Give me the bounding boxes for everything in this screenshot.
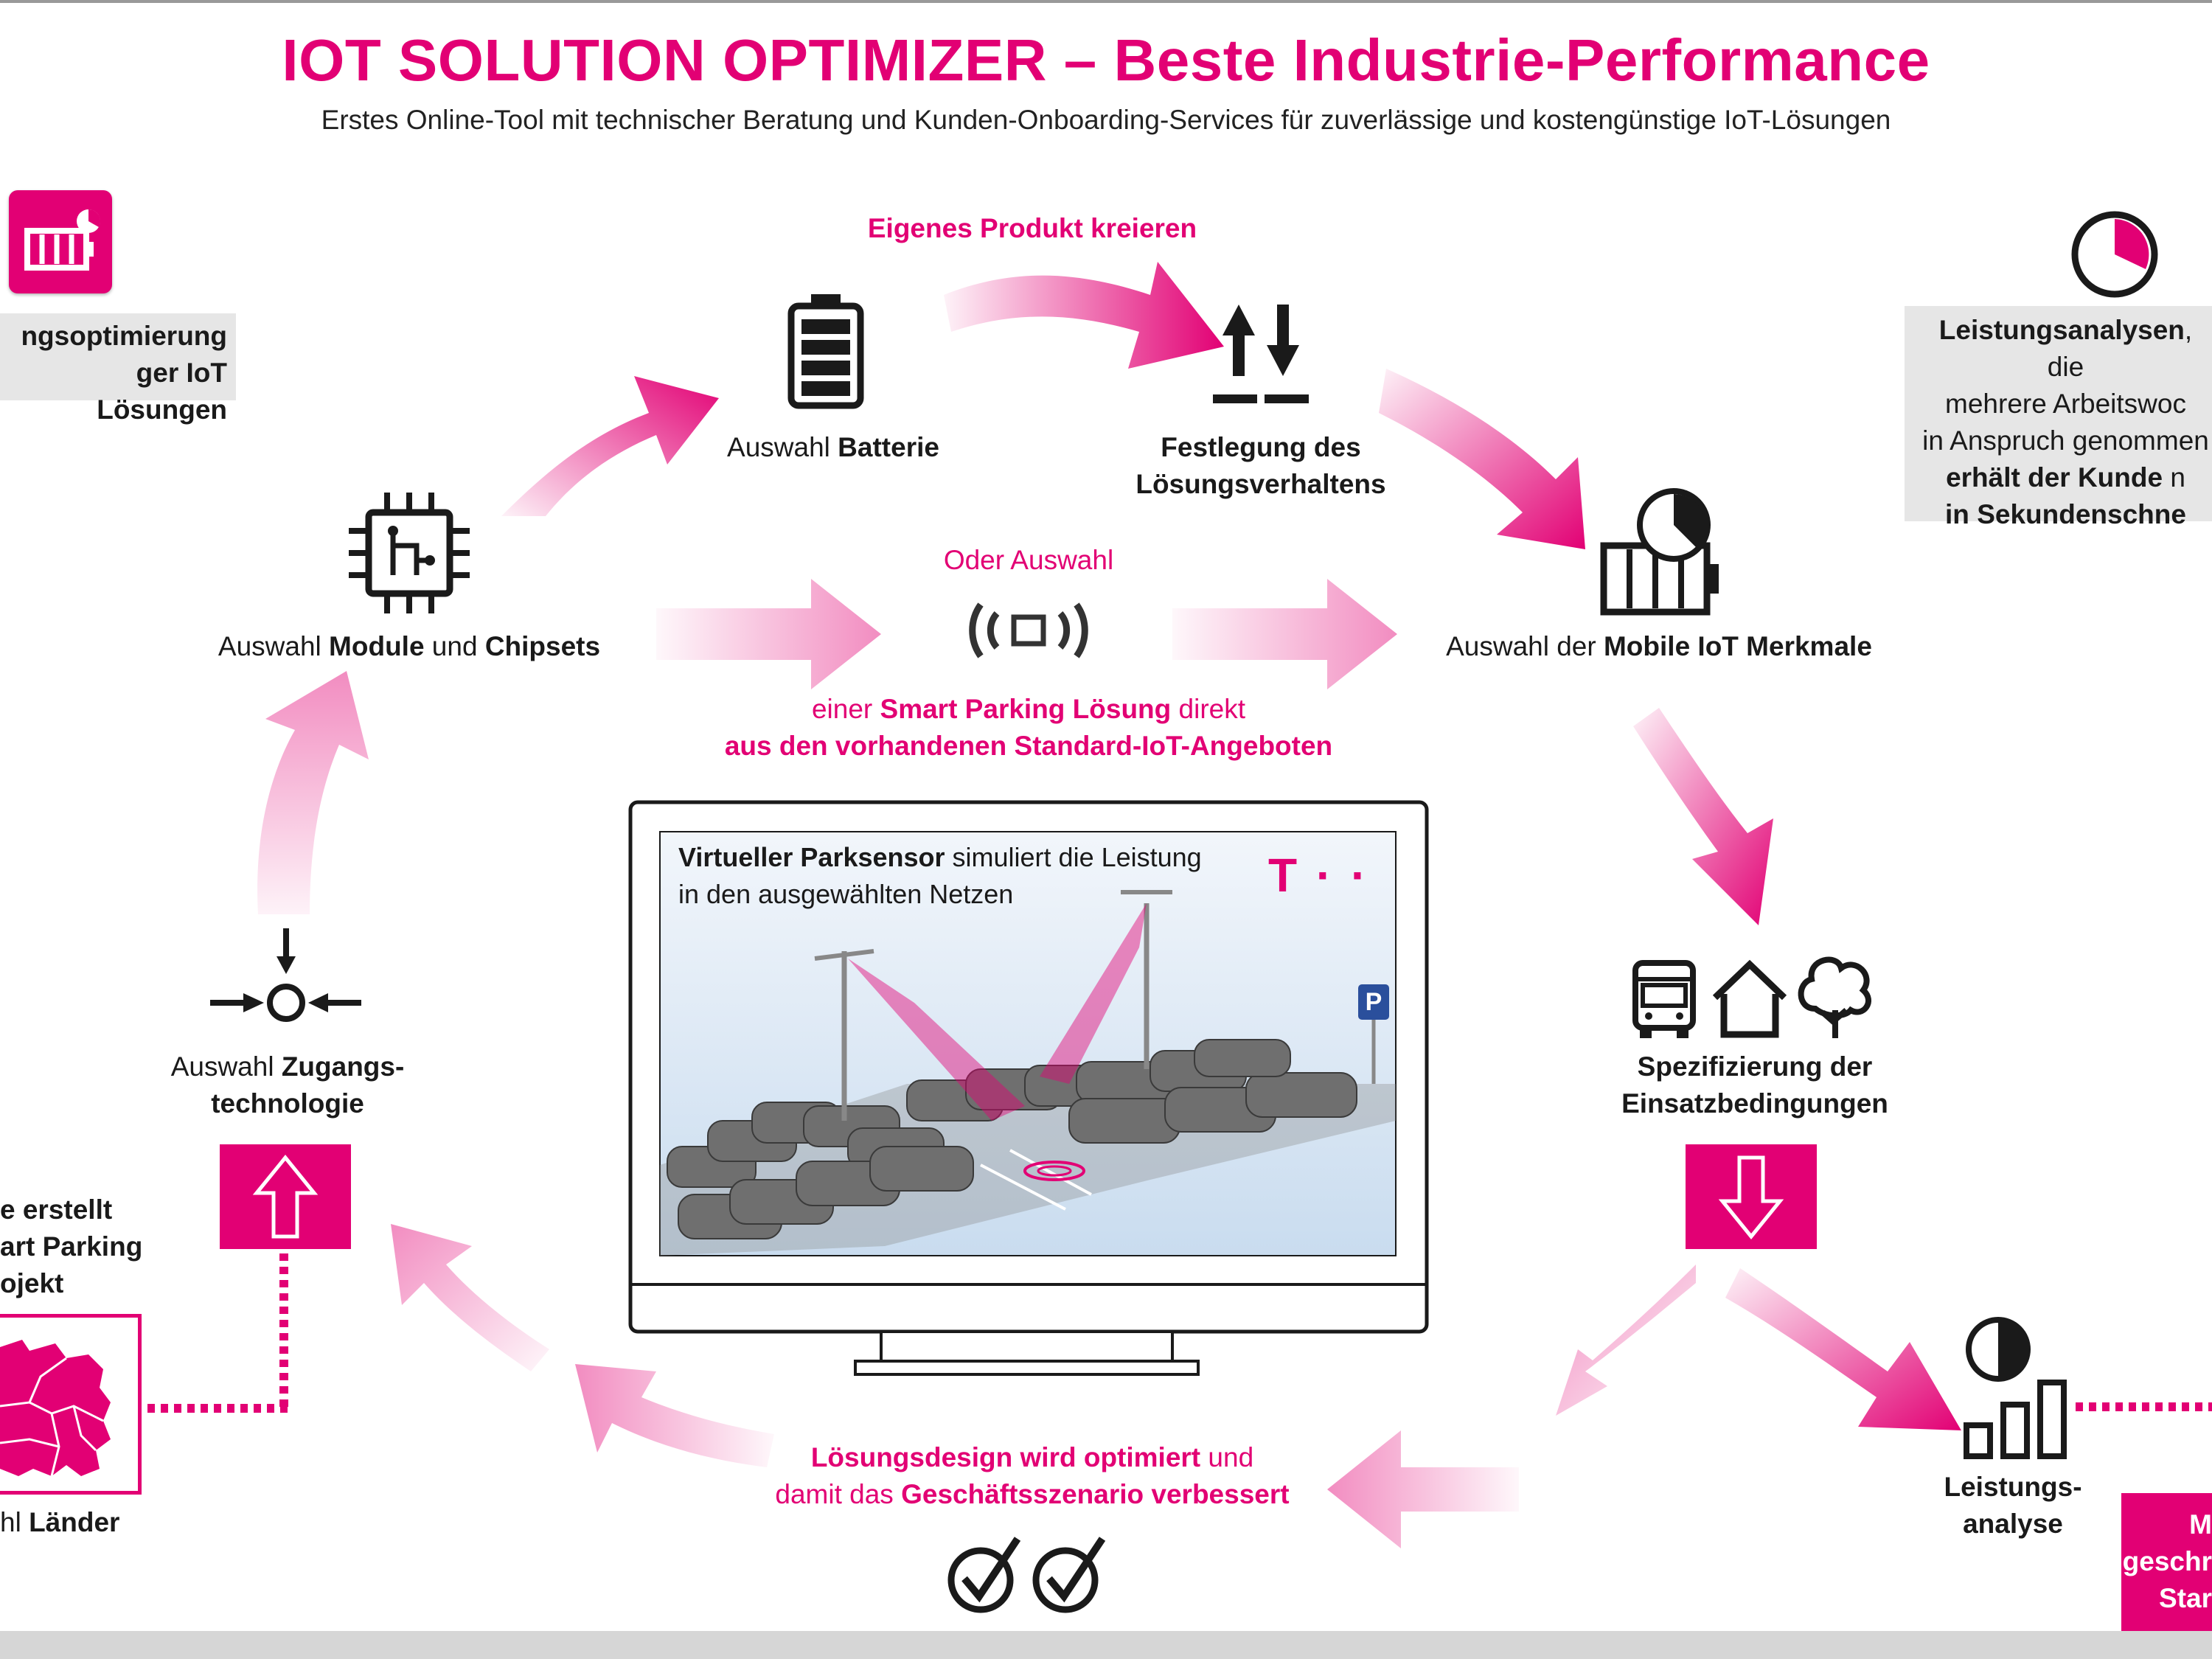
battery-bold: Batterie <box>838 432 939 462</box>
bar-chart-pie-icon <box>1958 1316 2076 1464</box>
optimiert-prefix-2: damit das <box>775 1479 902 1509</box>
festlegung-line-1: Festlegung des <box>1161 432 1361 462</box>
chip-icon <box>343 487 476 619</box>
spezifizierung-line-1: Spezifizierung der <box>1637 1051 1873 1082</box>
iot-optimizer-app-icon <box>9 190 112 293</box>
up-down-arrows-icon <box>1209 299 1312 409</box>
deployment-conditions-label: Spezifizierung der Einsatzbedingungen <box>1593 1048 1917 1122</box>
up-arrow-box-icon <box>220 1144 351 1249</box>
zugang-bold-1: Zugangs- <box>281 1051 405 1082</box>
optimiert-bold-1: Lösungsdesign wird optimiert <box>810 1442 1201 1472</box>
right-mag-line-2: geschr <box>2122 1546 2212 1576</box>
module-prefix: Auswahl <box>218 631 330 661</box>
right-panel-line-5: in Sekundenschne <box>1945 499 2186 529</box>
leistung-line-2: analyse <box>1963 1509 2063 1539</box>
zugang-bold-2: technologie <box>211 1088 364 1119</box>
right-panel-line-2: mehrere Arbeitswoc <box>1945 389 2186 419</box>
right-panel-bold-4: erhält der Kunde <box>1946 462 2163 493</box>
right-panel-line-3: in Anspruch genommen <box>1922 425 2209 456</box>
left-partial-line-1: e erstellt <box>0 1194 113 1225</box>
optimized-design-label: Lösungsdesign wird optimiert und damit d… <box>664 1439 1401 1513</box>
smart-suffix: direkt <box>1171 694 1246 724</box>
right-info-panel: Leistungsanalysen, die mehrere Arbeitswo… <box>1905 306 2212 529</box>
top-border <box>0 0 2212 3</box>
house-icon <box>1709 957 1790 1040</box>
laender-bold: Länder <box>29 1507 120 1537</box>
battery-icon <box>785 291 866 409</box>
monitor-caption-line-2: in den ausgewählten Netzen <box>678 879 1014 909</box>
left-partial-line-2: art Parking <box>0 1231 143 1262</box>
module-bold-2: Chipsets <box>484 631 601 661</box>
pie-clock-icon <box>2070 210 2159 299</box>
or-select-label: Oder Auswahl <box>943 545 1114 575</box>
signal-tag-icon <box>959 597 1099 664</box>
modules-chipsets-label: Auswahl Module und Chipsets <box>188 628 630 665</box>
monitor-caption: Virtueller Parksensor simuliert die Leis… <box>678 839 1283 913</box>
right-panel-rest-4: n <box>2163 462 2185 493</box>
smart-bold: Smart Parking Lösung <box>880 694 1172 724</box>
right-panel-bold-1: Leistungsanalysen <box>1938 315 2185 345</box>
right-mag-line-3: Star <box>2159 1583 2212 1613</box>
optimiert-rest-1: und <box>1200 1442 1254 1472</box>
left-project-label: e erstellt art Parking ojekt <box>0 1192 162 1302</box>
laender-prefix: hl <box>0 1507 29 1537</box>
battery-label: Auswahl Batterie <box>686 429 981 466</box>
smart-prefix: einer <box>811 694 880 724</box>
leistung-line-1: Leistungs- <box>1944 1472 2082 1502</box>
optimiert-bold-2: Geschäftsszenario verbessert <box>901 1479 1290 1509</box>
monitor-caption-bold: Virtueller Parksensor <box>678 842 945 872</box>
checkmark-icon <box>944 1530 1121 1618</box>
solution-behaviour-label: Festlegung des Lösungsverhaltens <box>1106 429 1416 503</box>
right-mag-line-1: M <box>2189 1509 2212 1540</box>
tree-icon <box>1793 950 1878 1042</box>
right-panel-rest-1: , die <box>2047 315 2193 382</box>
monitor <box>628 800 1429 1376</box>
access-technology-label: Auswahl Zugangs- technologie <box>140 1048 435 1122</box>
merkmale-prefix: Auswahl der <box>1446 631 1604 661</box>
down-arrow-box-icon <box>1686 1144 1817 1249</box>
left-info-panel: ngsoptimierung ger IoT Lösungen <box>0 313 236 425</box>
left-partial-line-3: ojekt <box>0 1268 64 1298</box>
module-mid: und <box>424 631 485 661</box>
access-point-icon <box>206 925 369 1029</box>
map-icon <box>0 1314 142 1495</box>
page-subtitle: Erstes Online-Tool mit technischer Berat… <box>321 105 1891 135</box>
right-magenta-panel: M geschr Star <box>2121 1493 2212 1631</box>
module-bold-1: Module <box>329 631 425 661</box>
battery-prefix: Auswahl <box>727 432 838 462</box>
create-own-product-label: Eigenes Produkt kreieren <box>867 213 1197 243</box>
merkmale-bold: Mobile IoT Merkmale <box>1603 631 1872 661</box>
countries-label: hl Länder <box>0 1504 162 1541</box>
zugang-prefix: Auswahl <box>170 1051 282 1082</box>
bus-icon <box>1630 957 1700 1040</box>
bottom-bar <box>0 1631 2212 1659</box>
festlegung-line-2: Lösungsverhaltens <box>1135 469 1386 499</box>
mobile-iot-features-label: Auswahl der Mobile IoT Merkmale <box>1423 628 1895 665</box>
smart-line-2: aus den vorhandenen Standard-IoT-Angebot… <box>724 731 1333 761</box>
spezifizierung-line-2: Einsatzbedingungen <box>1621 1088 1888 1119</box>
page-title: IOT SOLUTION OPTIMIZER – Beste Industrie… <box>282 27 1930 93</box>
left-panel-line-1: ngsoptimierung <box>21 321 227 351</box>
performance-analysis-label: Leistungs- analyse <box>1917 1469 2109 1543</box>
telekom-logo: T · · <box>1268 849 1370 902</box>
smart-parking-label: einer Smart Parking Lösung direkt aus de… <box>660 691 1397 765</box>
parking-sign: P <box>1365 988 1382 1016</box>
monitor-caption-rest: simuliert die Leistung <box>945 842 1202 872</box>
left-panel-line-2: ger IoT Lösungen <box>97 358 227 425</box>
battery-pie-icon <box>1596 487 1729 619</box>
